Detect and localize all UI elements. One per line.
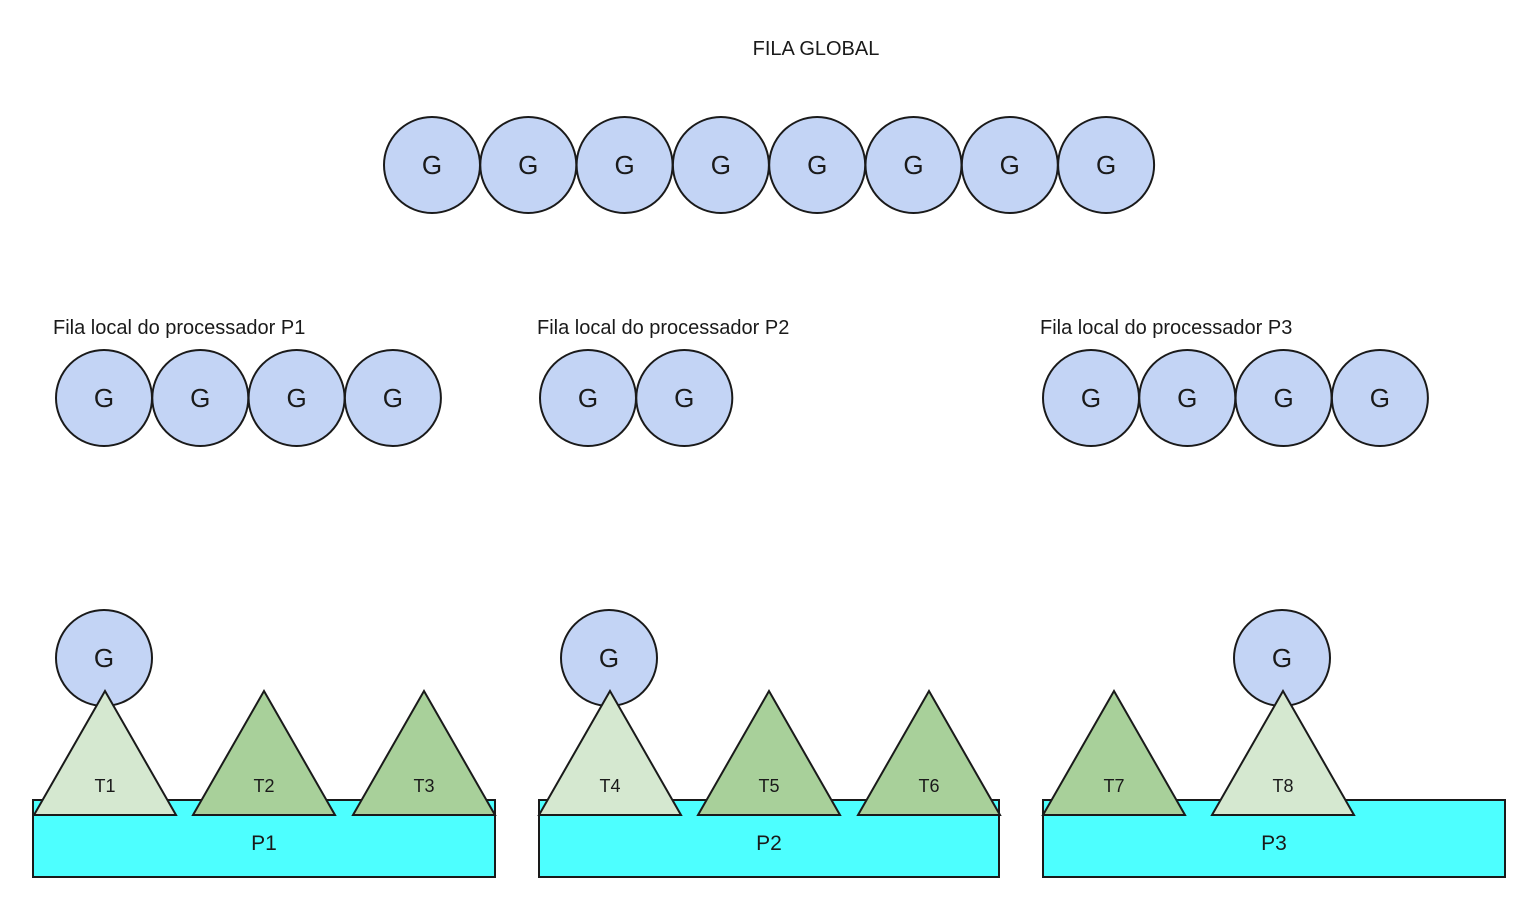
global-queue-title: FILA GLOBAL [753,38,880,60]
thread-label: T1 [94,776,115,796]
thread-label: T8 [1272,776,1293,796]
thread-triangle [1210,688,1356,816]
global-goroutine: G [479,116,578,214]
global-goroutine: G [671,116,770,214]
local-queue-label: Fila local do processador P1 [53,317,305,339]
local-goroutine: G [539,349,637,447]
local-goroutine: G [1234,349,1333,447]
goroutine-label: G [518,150,538,180]
goroutine-label: G [1081,383,1101,413]
local-queue-p3: Fila local do processador P3 G G G G [1040,317,1429,447]
goroutine-circle [1057,116,1156,214]
thread-t1: G T1 [32,609,178,816]
thread-t2: T2 [191,688,337,816]
goroutine-label: G [383,383,403,413]
goroutine-label: G [94,643,114,673]
thread-t5: T5 [696,688,842,816]
goroutine-label: G [94,383,114,413]
goroutine-label: G [614,150,634,180]
local-goroutine: G [635,349,734,447]
global-goroutine: G [1057,116,1156,214]
processor-p1: P1 G T1 T2 T3 [32,609,497,878]
goroutine-label: G [807,150,827,180]
goroutine-label: G [422,150,442,180]
goroutine-label: G [903,150,923,180]
goroutine-label: G [1370,383,1390,413]
global-goroutine: G [864,116,963,214]
thread-label: T2 [253,776,274,796]
thread-triangle [351,688,497,816]
thread-t3: T3 [351,688,497,816]
local-goroutine: G [1330,349,1429,447]
goroutine-label: G [578,383,598,413]
global-goroutine: G [383,116,481,214]
thread-label: T6 [918,776,939,796]
thread-t4: G T4 [537,609,683,816]
goroutine-label: G [711,150,731,180]
local-queue-label: Fila local do processador P3 [1040,317,1292,339]
goroutine-label: G [190,383,210,413]
goroutine-label: G [599,643,619,673]
thread-triangle [537,688,683,816]
global-goroutine: G [960,116,1059,214]
goroutine-circle [1330,349,1429,447]
processor-label: P2 [756,832,782,855]
thread-triangle [32,688,178,816]
processor-label: P1 [251,832,277,855]
local-goroutine: G [343,349,442,447]
processor-p3: P3 T7 G T8 [1041,609,1506,878]
local-goroutine: G [247,349,346,447]
local-queue-label: Fila local do processador P2 [537,317,789,339]
global-goroutine: G [768,116,867,214]
thread-t8: G T8 [1210,609,1356,816]
thread-triangle [1041,688,1187,816]
thread-label: T4 [599,776,620,796]
local-goroutine: G [1042,349,1140,447]
thread-label: T3 [413,776,434,796]
goroutine-label: G [1272,643,1292,673]
thread-triangle [856,688,1002,816]
thread-t6: T6 [856,688,1002,816]
goroutine-label: G [1096,150,1116,180]
goroutine-label: G [1000,150,1020,180]
thread-label: T7 [1103,776,1124,796]
thread-triangle [191,688,337,816]
goroutine-circle [635,349,734,447]
local-goroutine: G [151,349,250,447]
thread-triangle [696,688,842,816]
goroutine-label: G [1177,383,1197,413]
local-queue-p2: Fila local do processador P2 G G [537,317,789,447]
goroutine-label: G [1273,383,1293,413]
local-queue-p1: Fila local do processador P1 G G G G [53,317,442,447]
local-goroutine: G [1138,349,1237,447]
thread-label: T5 [758,776,779,796]
thread-t7: T7 [1041,688,1187,816]
goroutine-label: G [674,383,694,413]
processor-p2: P2 G T4 T5 T6 [537,609,1002,878]
local-goroutine: G [55,349,153,447]
goroutine-label: G [286,383,306,413]
goroutine-circle [343,349,442,447]
global-goroutine: G [575,116,674,214]
processor-label: P3 [1261,832,1287,855]
